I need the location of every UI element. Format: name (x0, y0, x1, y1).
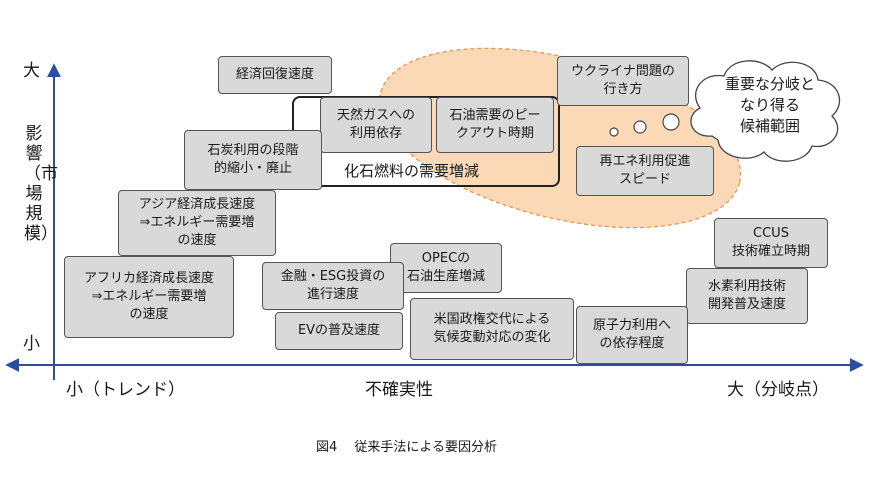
factor-renewables: 再エネ利用促進 スピード (576, 146, 714, 196)
factor-opec: OPECの 石油生産増減 (390, 243, 502, 293)
x-axis-high-label: 大（分岐点） (727, 380, 829, 400)
factor-hydrogen: 水素利用技術 開発普及速度 (686, 268, 808, 324)
y-axis-high-label: 大 (23, 61, 40, 81)
factor-ev: EVの普及速度 (275, 312, 403, 350)
factor-oil-demand-peak: 石油需要のピー クアウト時期 (436, 97, 554, 153)
callout-text: 重要な分岐と なり得る 候補範囲 (724, 75, 815, 135)
factor-natural-gas-dependence: 天然ガスへの 利用依存 (320, 97, 432, 153)
factor-africa-growth: アフリカ経済成長速度 ⇒エネルギー需要増 の速度 (64, 256, 234, 338)
figure-caption: 図4 従来手法による要因分析 (316, 440, 498, 455)
callout-bubbles (609, 113, 680, 137)
y-axis-title: 影響（市場規模） (24, 124, 58, 244)
y-axis-low-label: 小 (23, 334, 40, 354)
factor-ccus: CCUS 技術確立時期 (714, 218, 828, 268)
factor-ukraine: ウクライナ問題の 行き方 (557, 56, 689, 106)
fossil-fuel-group-label: 化石燃料の需要増減 (344, 162, 480, 180)
factor-coal-phaseout: 石炭利用の段階 的縮小・廃止 (184, 130, 322, 190)
x-axis-low-label: 小（トレンド） (66, 380, 185, 400)
factor-economic-recovery: 経済回復速度 (218, 56, 332, 94)
callout-cloud (690, 60, 841, 162)
factor-esg-finance: 金融・ESG投資の 進行速度 (262, 262, 404, 310)
factor-nuclear: 原子力利用へ の依存程度 (576, 306, 688, 364)
factor-asia-growth: アジア経済成長速度 ⇒エネルギー需要増 の速度 (118, 190, 276, 256)
x-axis-title: 不確実性 (365, 380, 433, 400)
factor-us-politics: 米国政権交代による 気候変動対応の変化 (410, 298, 574, 360)
